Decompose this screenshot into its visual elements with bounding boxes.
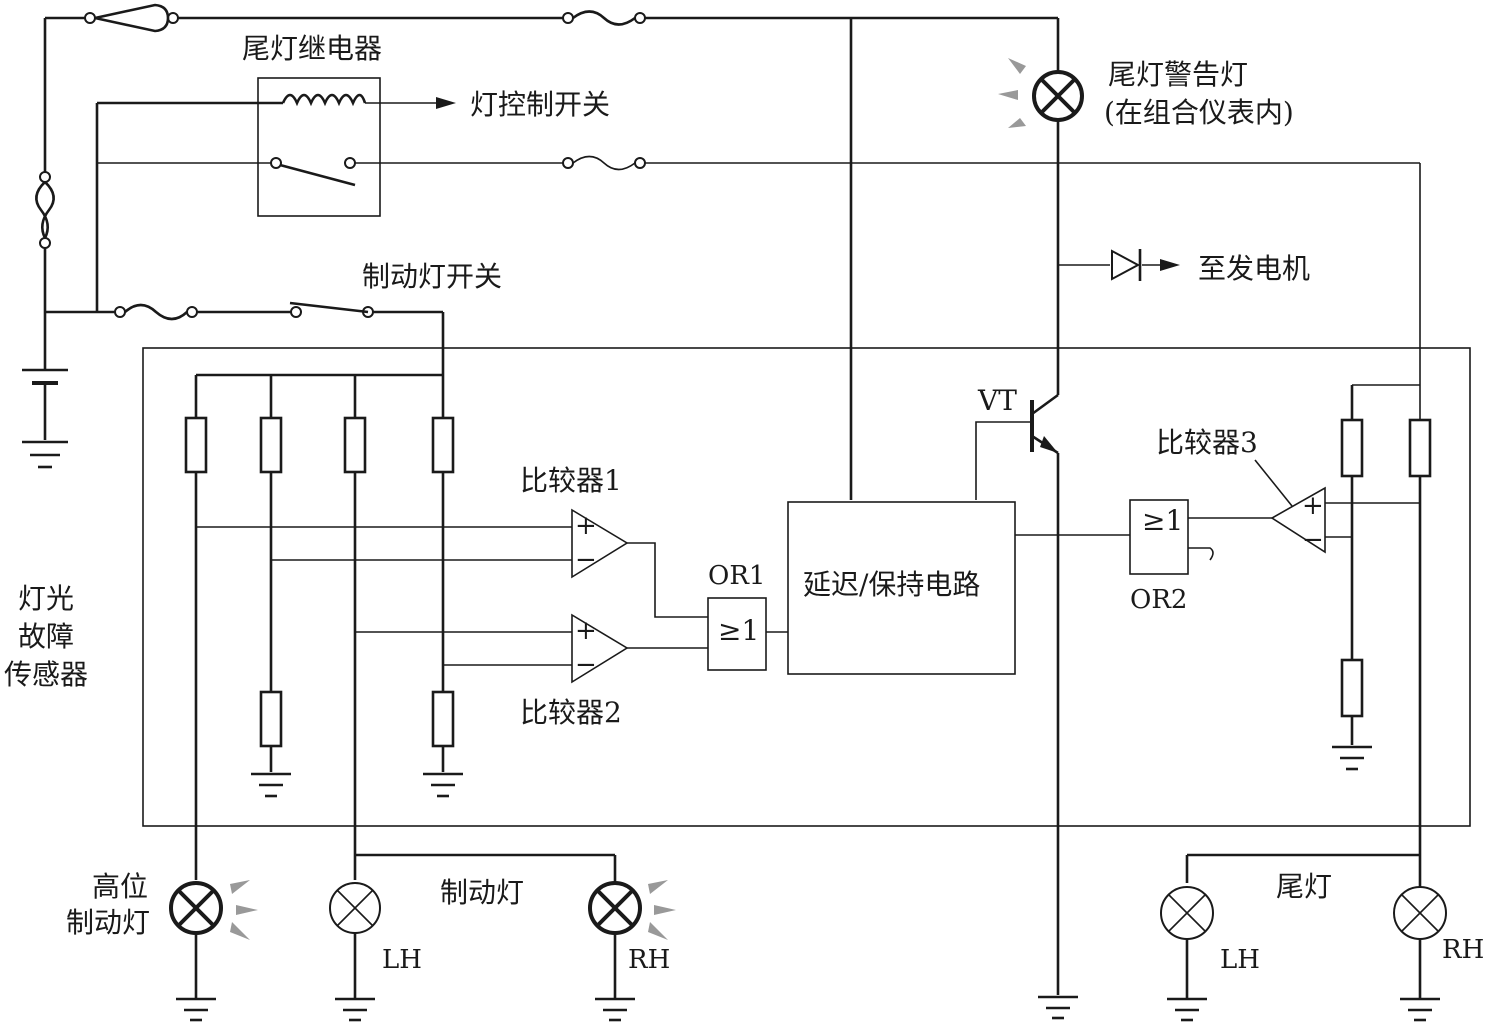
battery-icon [22,368,68,440]
delay-hold-circuit-box [787,501,1016,675]
resistor-icon [259,416,283,474]
resistor-icon [1340,418,1364,478]
comparator-icon [1270,486,1326,554]
ground-icon [1167,997,1207,1022]
unused-input-icon [1188,547,1214,561]
brake-light-label: 制动灯 [440,876,524,909]
lh-brake-label: LH [382,945,422,975]
high-mount-label-line2: 制动灯 [66,906,150,939]
fuse-icon [562,155,646,171]
comparator2-label: 比较器2 [520,696,622,729]
ground-icon [22,440,68,469]
arrow-icon [436,97,456,109]
fuse-icon [114,303,198,321]
sensor-label-line3: 传感器 [4,658,88,691]
high-mount-label-line1: 高位 [92,870,148,903]
lamp-icon [588,881,642,935]
resistor-icon [343,416,367,474]
tail-light-label: 尾灯 [1276,870,1332,903]
comparator1-label: 比较器1 [520,464,622,497]
comparator2-minus: − [575,650,597,680]
tail-warning-lamp-label: 尾灯警告灯 [1108,58,1248,91]
or-gate-icon [1129,499,1189,575]
light-control-switch-label: 灯控制开关 [470,88,610,121]
diode-icon [1111,249,1180,281]
lamp-icon [169,881,223,935]
fuse-icon [562,10,646,26]
transistor-label: VT [977,384,1017,417]
ground-icon [1332,745,1372,771]
resistor-icon [431,416,455,474]
comparator3-minus: − [1302,525,1324,555]
resistor-icon [259,690,283,748]
sensor-box [142,347,1471,827]
lamp-icon [1032,70,1084,122]
comparator3-plus: + [1302,491,1324,521]
ground-icon [423,772,463,798]
ground-icon [251,772,291,798]
comparator-output-wiring [627,542,788,649]
light-rays-icon [998,58,1026,128]
npn-transistor-icon [975,393,1060,995]
or1-symbol: ≥1 [718,614,759,647]
sensor-label-line2: 故障 [18,620,74,653]
ground-icon [595,997,635,1022]
tail-relay-label: 尾灯继电器 [242,32,382,65]
lamp-icon [1160,886,1214,940]
delay-hold-circuit-label: 延迟/保持电路 [803,568,980,601]
comparator1-plus: + [575,511,597,541]
or2-symbol: ≥1 [1142,504,1183,537]
ground-icon [1038,995,1078,1020]
comparator1-minus: − [575,545,597,575]
top-power-wiring [43,16,1421,500]
comparator3-label: 比较器3 [1156,426,1258,459]
resistor-network-wiring [194,312,572,880]
comparator-icon [571,508,629,579]
fusible-link-icon [35,171,55,249]
rh-brake-label: RH [628,945,670,975]
lh-tail-label: LH [1220,945,1260,975]
or2-label: OR2 [1130,585,1187,615]
light-rays-icon [648,880,676,940]
lamp-icon [1393,886,1447,940]
or-gate-icon [707,597,767,671]
to-generator-label: 至发电机 [1198,252,1310,285]
comparator3-leader-line [1254,459,1293,507]
comparator2-plus: + [575,616,597,646]
rh-tail-label: RH [1442,935,1484,965]
right-resistor-wiring [1325,384,1422,900]
ground-icon [1400,997,1440,1022]
tail-relay [257,77,456,217]
or1-label: OR1 [708,561,765,591]
brake-light-switch-label: 制动灯开关 [362,260,502,293]
comparator-icon [571,613,629,684]
resistor-icon [1408,418,1432,478]
sensor-label-line1: 灯光 [18,582,74,615]
resistor-icon [184,416,208,474]
ground-icon [176,997,216,1022]
resistor-icon [1340,658,1364,718]
ground-icon [335,997,375,1022]
resistor-icon [431,690,455,748]
tail-warning-lamp-location: (在组合仪表内) [1104,96,1294,129]
light-rays-icon [230,880,258,940]
relay-coil-icon [281,93,367,107]
fusible-link-icon [84,3,179,33]
lamp-icon [329,882,381,934]
brake-light-switch [289,301,374,318]
